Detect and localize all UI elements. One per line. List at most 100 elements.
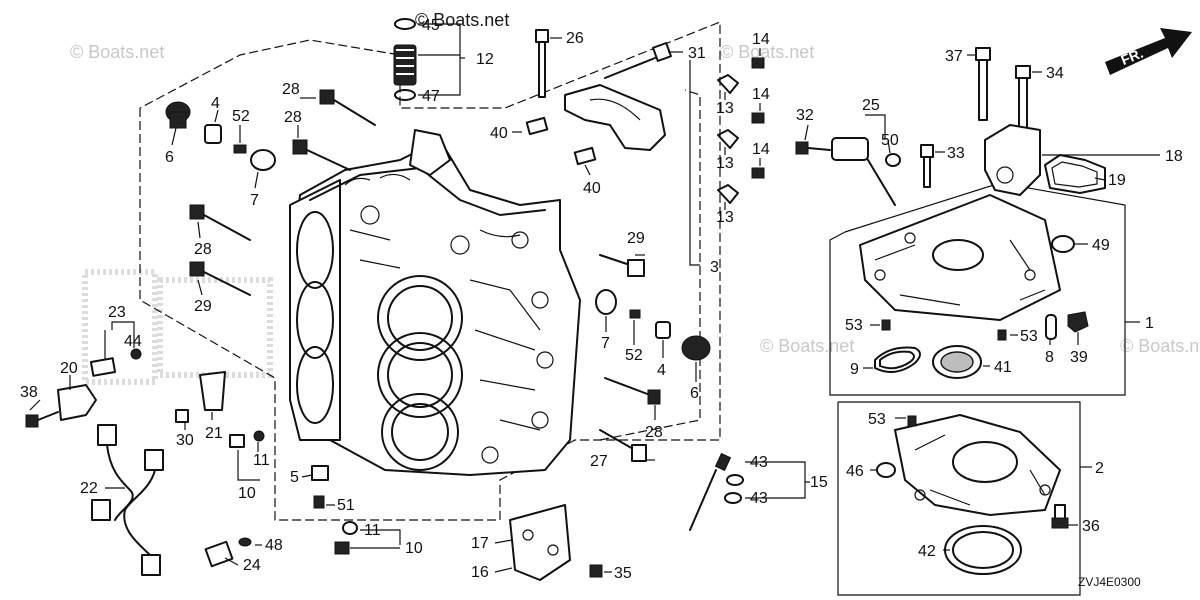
stud-28-d [604,377,661,405]
o-ring-46 [876,462,896,478]
stud-27 [599,429,647,462]
callout-14a: 14 [752,31,770,48]
bolt-37 [975,47,991,121]
callout-11a: 11 [253,452,270,469]
callout-5: 5 [290,469,299,486]
plug-39 [1067,311,1089,333]
callout-48: 48 [265,537,283,554]
callout-13c: 13 [716,209,734,226]
callout-10b: 10 [405,540,423,557]
callout-52a: 52 [232,108,250,125]
cover-1 [859,194,1061,321]
screw-52-top [233,144,247,154]
callout-3: 3 [710,259,719,276]
plug-6-left [165,101,191,129]
callout-53a: 53 [845,317,863,334]
callout-21: 21 [205,425,223,442]
bolt-35 [589,564,603,578]
dipstick-15 [689,452,732,531]
o-ring-43-a [726,474,744,486]
callout-32: 32 [796,107,814,124]
callout-44: 44 [124,333,142,350]
gasket-19 [1044,154,1106,194]
sleeve-4-right [655,321,671,339]
callout-24: 24 [243,557,261,574]
callout-34: 34 [1046,65,1064,82]
callout-8: 8 [1045,349,1054,366]
callout-45: 45 [422,17,440,34]
bracket-16-17 [509,504,571,581]
bolt-26 [535,29,549,98]
leader-lines [29,23,1160,573]
stud-29-left [189,261,251,296]
group-outline-inner [599,89,701,441]
washer-44 [130,348,142,360]
diagram-code: ZVJ4E0300 [1078,575,1141,589]
group-box-cover-2 [837,401,1081,596]
plug-10-bottom [334,541,350,555]
callout-51: 51 [337,497,355,514]
ring-7-right [595,289,617,315]
callout-28d: 28 [645,424,663,441]
callout-29a: 29 [194,298,212,315]
clip-13-c [717,184,739,204]
callout-30: 30 [176,432,194,449]
callout-39: 39 [1070,349,1088,366]
callout-37: 37 [945,48,963,65]
callout-49: 49 [1092,237,1110,254]
callout-6a: 6 [165,149,174,166]
callout-50: 50 [881,132,899,149]
stud-28-b [292,139,351,171]
cylinder-block [289,129,581,476]
callout-33: 33 [947,145,965,162]
callout-38: 38 [20,384,38,401]
callout-1: 1 [1145,315,1154,332]
sensor-23 [89,357,117,377]
callout-11b: 11 [364,522,381,539]
callout-18: 18 [1165,148,1183,165]
sensor-25 [831,137,896,206]
stud-28-c [189,204,251,241]
valve-18 [984,124,1041,196]
dowel-40-a [525,116,549,136]
washer-11-bottom [342,521,358,535]
callout-20: 20 [60,360,78,377]
callout-19: 19 [1108,172,1126,189]
callout-53c: 53 [868,411,886,428]
bolt-36 [1051,504,1069,529]
pin-53-a [881,319,891,331]
bolt-38 [25,411,59,428]
ring-7-top [250,149,276,171]
callout-40a: 40 [490,125,508,142]
callout-47: 47 [422,88,440,105]
callout-27: 27 [590,453,608,470]
sensor-32 [795,141,831,155]
o-ring-47 [394,89,416,101]
watermark-mid-right: © Boats.net [760,336,854,356]
callout-43b: 43 [750,490,768,507]
washer-48 [238,537,252,547]
o-ring-50 [885,153,901,167]
callout-14b: 14 [752,86,770,103]
callout-28a: 28 [282,81,300,98]
callout-6b: 6 [690,385,699,402]
plug-5 [311,465,329,481]
callout-28b: 28 [284,109,302,126]
callout-13b: 13 [716,155,734,172]
callout-35: 35 [614,565,632,582]
screw-51 [313,495,325,509]
group-outline-block [139,21,721,521]
watermark-far-right: © Boats.net [1120,336,1200,356]
callout-22: 22 [80,480,98,497]
callout-17: 17 [471,535,489,552]
bolt-14-b [751,112,765,124]
sensor-24 [204,540,234,568]
cover-2 [894,414,1061,516]
sensor-20 [57,384,97,421]
callout-labels: 45 12 47 26 31 40 40 4 52 6 7 28 28 28 2… [20,17,1183,582]
front-direction-label: FR. [1118,45,1145,68]
o-ring-45 [394,18,416,30]
clip-13-a [717,74,739,94]
